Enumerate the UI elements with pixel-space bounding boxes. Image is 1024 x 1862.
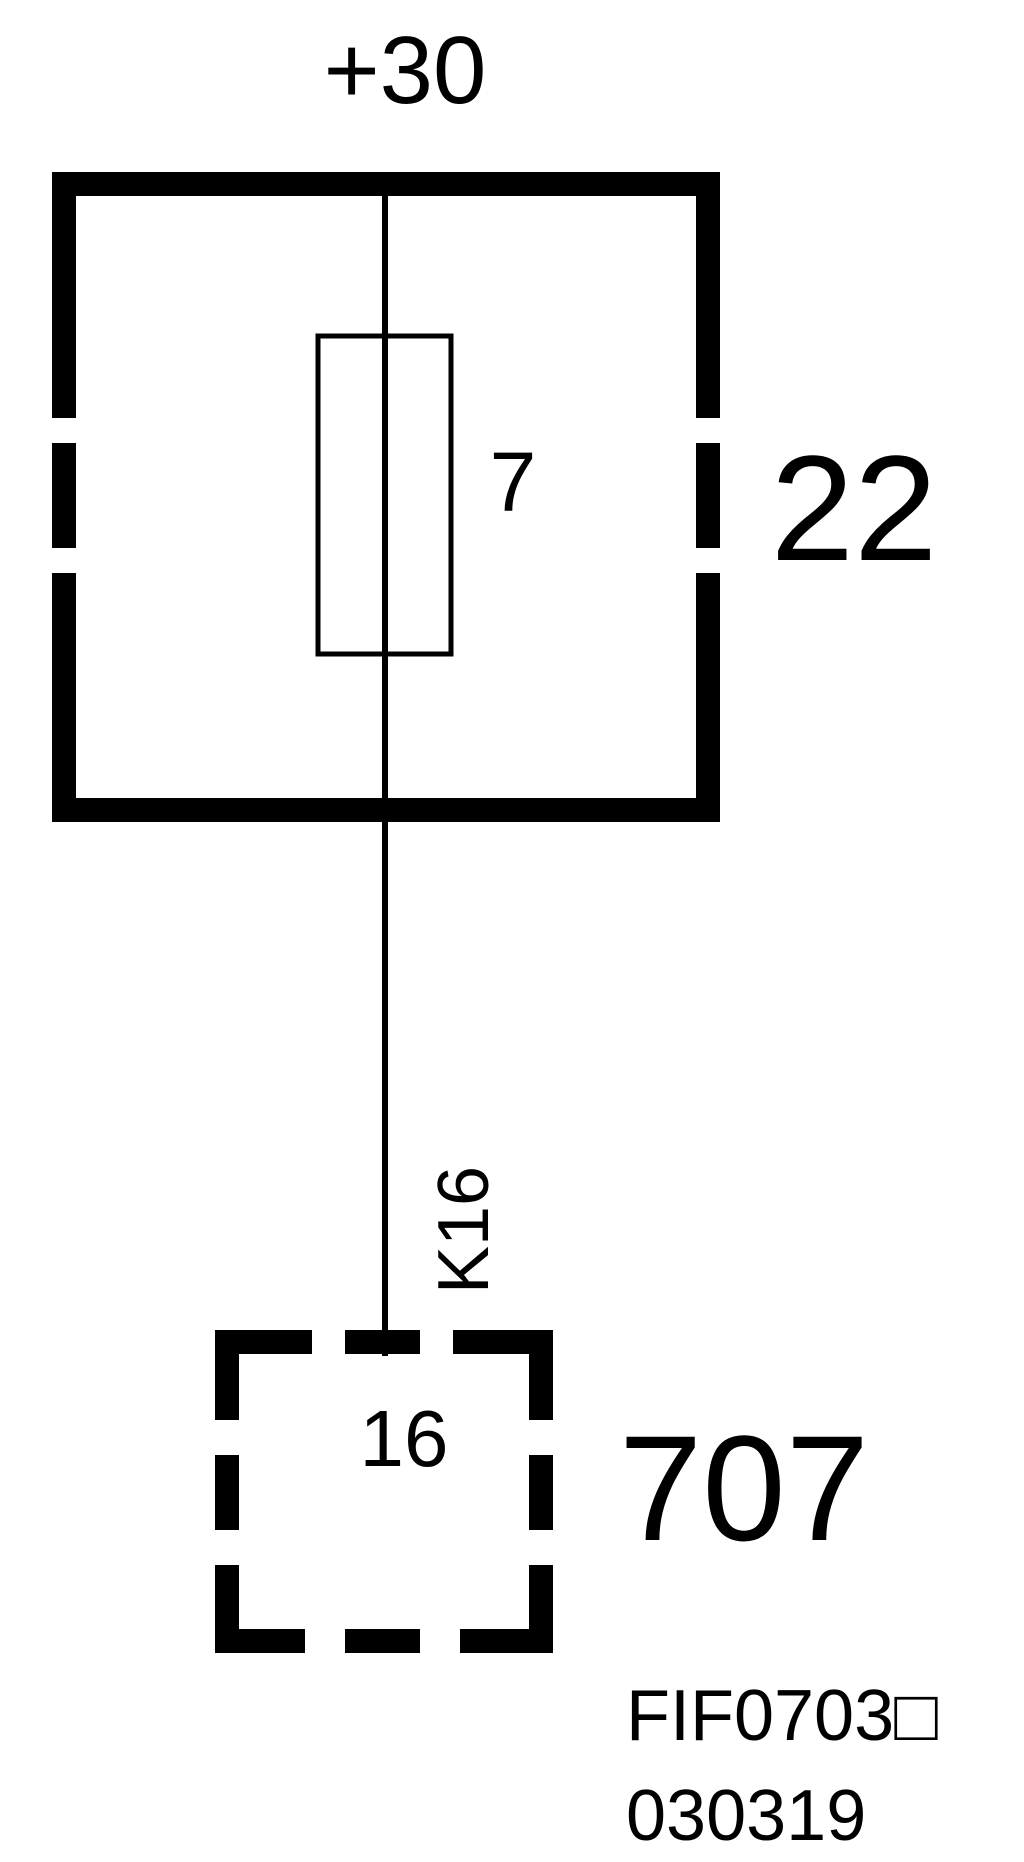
figure-code-line-2: 030319 (626, 1776, 866, 1856)
fuse-number-label: 7 (490, 435, 537, 529)
connector-pin-label: 16 (360, 1394, 449, 1483)
connector-number-label: 707 (619, 1404, 869, 1572)
wire-label: K16 (424, 1166, 504, 1294)
fuse-box-outline (52, 172, 720, 822)
connector-outline (215, 1330, 553, 1653)
fuse-symbol (315, 333, 454, 657)
fuse-box-number-label: 22 (771, 424, 938, 592)
supply-label: +30 (324, 17, 487, 124)
figure-code-line-1: FIF0703□ (626, 1676, 938, 1756)
